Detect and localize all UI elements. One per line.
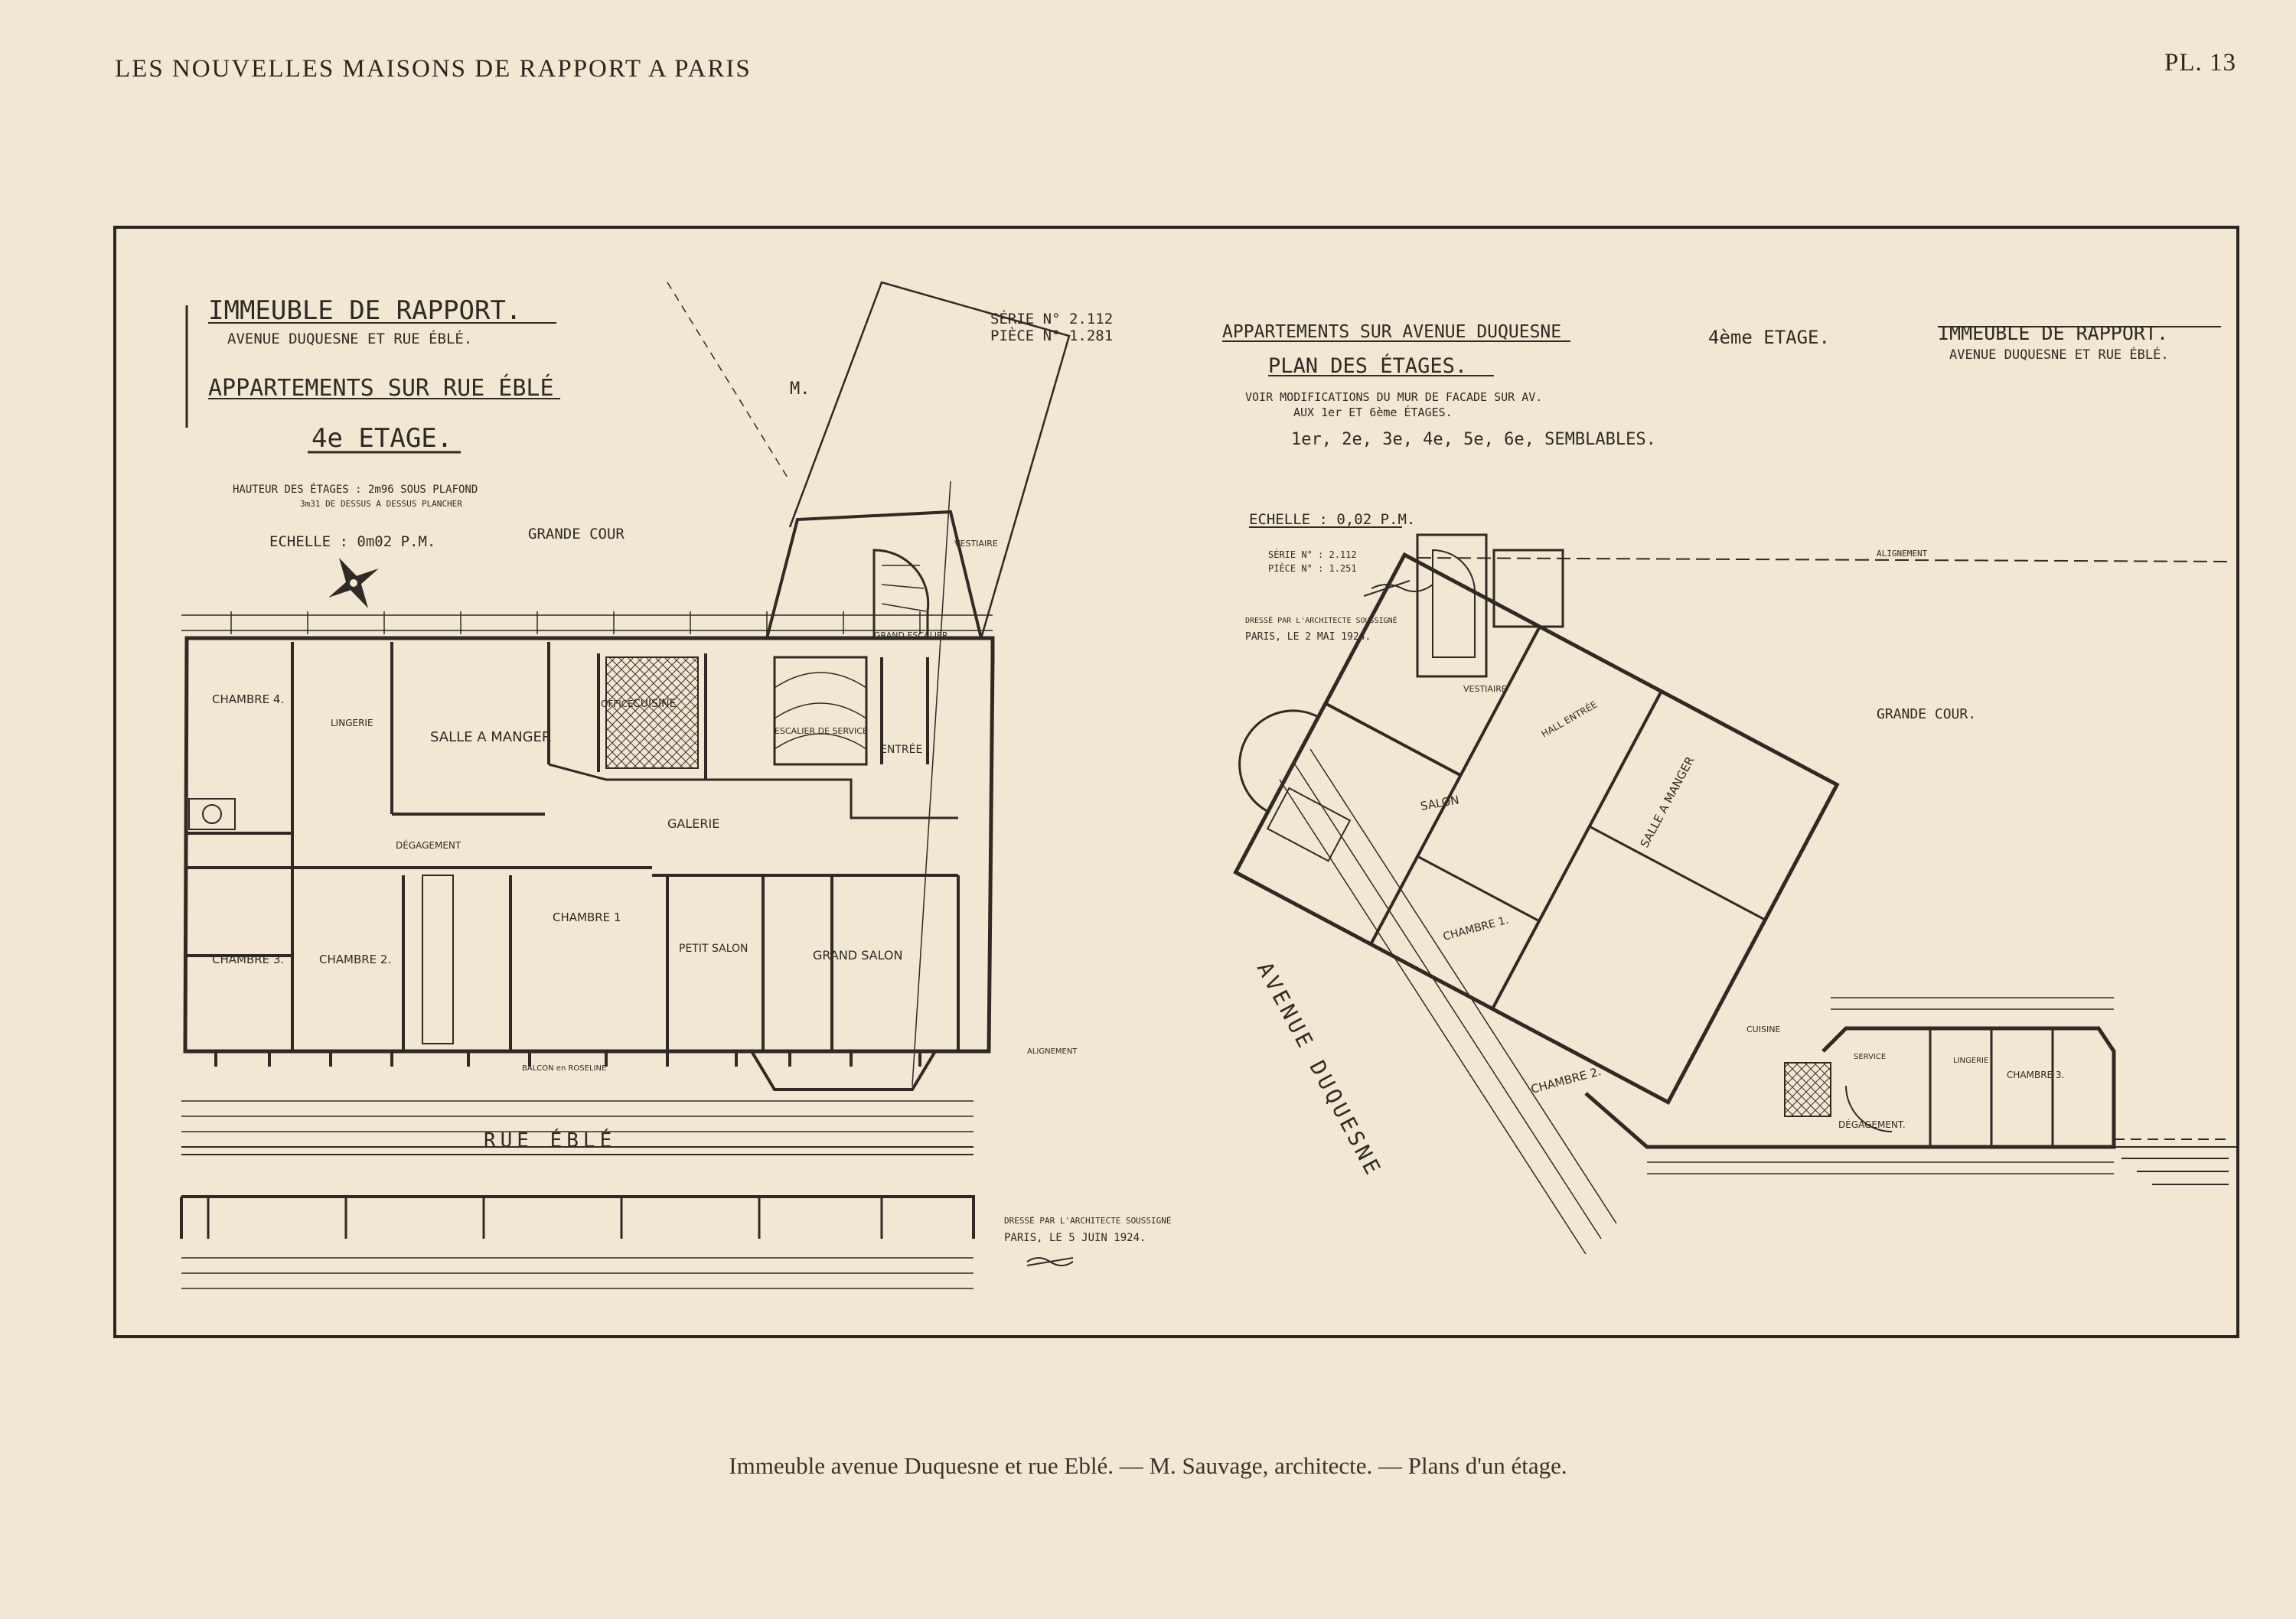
room-chambre-4: CHAMBRE 4. xyxy=(212,692,284,706)
left-piece: PIÈCE N° 1.281 xyxy=(990,327,1113,344)
room-salon: SALON xyxy=(1420,793,1460,813)
right-piece: PIÈCE N° : 1.251 xyxy=(1268,562,1357,574)
left-floor: 4e ETAGE. xyxy=(311,423,452,454)
room-balcon: BALCON en ROSELINE xyxy=(522,1064,606,1073)
room-degagement: DÉGAGEMENT xyxy=(396,839,461,851)
left-scale: ECHELLE : 0m02 P.M. xyxy=(269,533,435,550)
room-office: OFFICE xyxy=(601,699,634,709)
left-neighbour: M. xyxy=(790,380,810,399)
room-chambre-2-right: CHAMBRE 2. xyxy=(1529,1064,1603,1096)
left-date: PARIS, LE 5 JUIN 1924. xyxy=(1004,1232,1146,1244)
right-floors-same: 1er, 2e, 3e, 4e, 5e, 6e, SEMBLABLES. xyxy=(1291,430,1656,449)
plate-number: PL. 13 xyxy=(2164,49,2236,77)
room-chambre-1: CHAMBRE 1 xyxy=(553,910,621,924)
right-section: APPARTEMENTS SUR AVENUE DUQUESNE xyxy=(1222,322,1561,342)
left-alignement: ALIGNEMENT xyxy=(1027,1047,1078,1056)
room-degagement-right: DÉGAGEMENT. xyxy=(1838,1119,1906,1130)
room-lingerie: LINGERIE xyxy=(331,718,373,728)
left-street: RUE ÉBLÉ xyxy=(484,1128,616,1152)
room-cuisine-right: CUISINE xyxy=(1746,1024,1780,1034)
room-grand-salon: GRAND SALON xyxy=(813,948,903,963)
floor-plans-drawing: IMMEUBLE DE RAPPORT. AVENUE DUQUESNE ET … xyxy=(180,281,2236,1289)
right-floor-plan xyxy=(1222,326,2236,1255)
plate-frame: IMMEUBLE DE RAPPORT. AVENUE DUQUESNE ET … xyxy=(113,226,2239,1338)
room-galerie: GALERIE xyxy=(667,816,719,831)
right-floor: 4ème ETAGE. xyxy=(1708,327,1830,348)
left-title: IMMEUBLE DE RAPPORT. xyxy=(208,295,521,326)
room-salle-a-manger-right: SALLE A MANGER xyxy=(1638,754,1698,850)
right-plan-title: PLAN DES ÉTAGES. xyxy=(1268,353,1467,378)
right-serie: SÉRIE N° : 2.112 xyxy=(1268,549,1357,560)
room-chambre-3-right: CHAMBRE 3. xyxy=(2007,1070,2064,1080)
room-entree: ENTRÉE xyxy=(880,743,922,756)
left-courtyard: GRANDE COUR xyxy=(528,526,625,542)
left-floor-plan xyxy=(180,281,1074,1289)
room-salle-a-manger: SALLE A MANGER xyxy=(430,729,551,745)
room-escalier-service: ESCALIER DE SERVICE xyxy=(775,726,868,736)
room-cuisine: CUISINE xyxy=(633,698,677,710)
room-chambre-2: CHAMBRE 2. xyxy=(319,953,391,966)
room-lingerie-right: LINGERIE xyxy=(1953,1057,1988,1065)
room-chambre-3: CHAMBRE 3. xyxy=(212,953,284,966)
room-service-right: SERVICE xyxy=(1854,1053,1886,1061)
compass-rose-icon xyxy=(328,558,379,608)
right-note: VOIR MODIFICATIONS DU MUR DE FACADE SUR … xyxy=(1245,390,1542,404)
right-street: AVENUE DUQUESNE xyxy=(1252,958,1387,1181)
room-vestiaire: VESTIAIRE xyxy=(954,539,998,549)
left-subtitle: AVENUE DUQUESNE ET RUE ÉBLÉ. xyxy=(227,330,472,347)
room-hall: HALL ENTRÉE xyxy=(1539,699,1599,740)
right-alignement: ALIGNEMENT xyxy=(1877,549,1928,559)
left-ceiling-height-2: 3m31 DE DESSUS A DESSUS PLANCHER xyxy=(300,499,462,509)
right-subtitle: AVENUE DUQUESNE ET RUE ÉBLÉ. xyxy=(1949,346,2169,363)
room-chambre-1-right: CHAMBRE 1. xyxy=(1442,914,1510,943)
left-section: APPARTEMENTS SUR RUE ÉBLÉ xyxy=(208,374,554,402)
running-title: LES NOUVELLES MAISONS DE RAPPORT A PARIS xyxy=(115,55,752,83)
left-signature: DRESSÉ PAR L'ARCHITECTE SOUSSIGNÉ xyxy=(1004,1216,1172,1226)
right-note-2: AUX 1er ET 6ème ÉTAGES. xyxy=(1293,405,1453,419)
plate-caption: Immeuble avenue Duquesne et rue Eblé. — … xyxy=(729,1452,1567,1479)
right-signature: DRESSÉ PAR L'ARCHITECTE SOUSSIGNÉ xyxy=(1245,615,1397,625)
left-ceiling-height: HAUTEUR DES ÉTAGES : 2m96 SOUS PLAFOND xyxy=(233,483,478,496)
room-vestiaire-right: VESTIAIRE xyxy=(1463,684,1507,694)
right-title: IMMEUBLE DE RAPPORT. xyxy=(1938,322,2168,344)
right-courtyard: GRANDE COUR. xyxy=(1877,706,1976,722)
room-grand-escalier: GRAND ESCALIER xyxy=(874,630,948,640)
right-scale: ECHELLE : 0,02 P.M. xyxy=(1249,511,1415,528)
right-date: PARIS, LE 2 MAI 1924. xyxy=(1245,631,1371,643)
room-petit-salon: PETIT SALON xyxy=(679,943,748,955)
left-serie: SÉRIE N° 2.112 xyxy=(990,310,1113,327)
